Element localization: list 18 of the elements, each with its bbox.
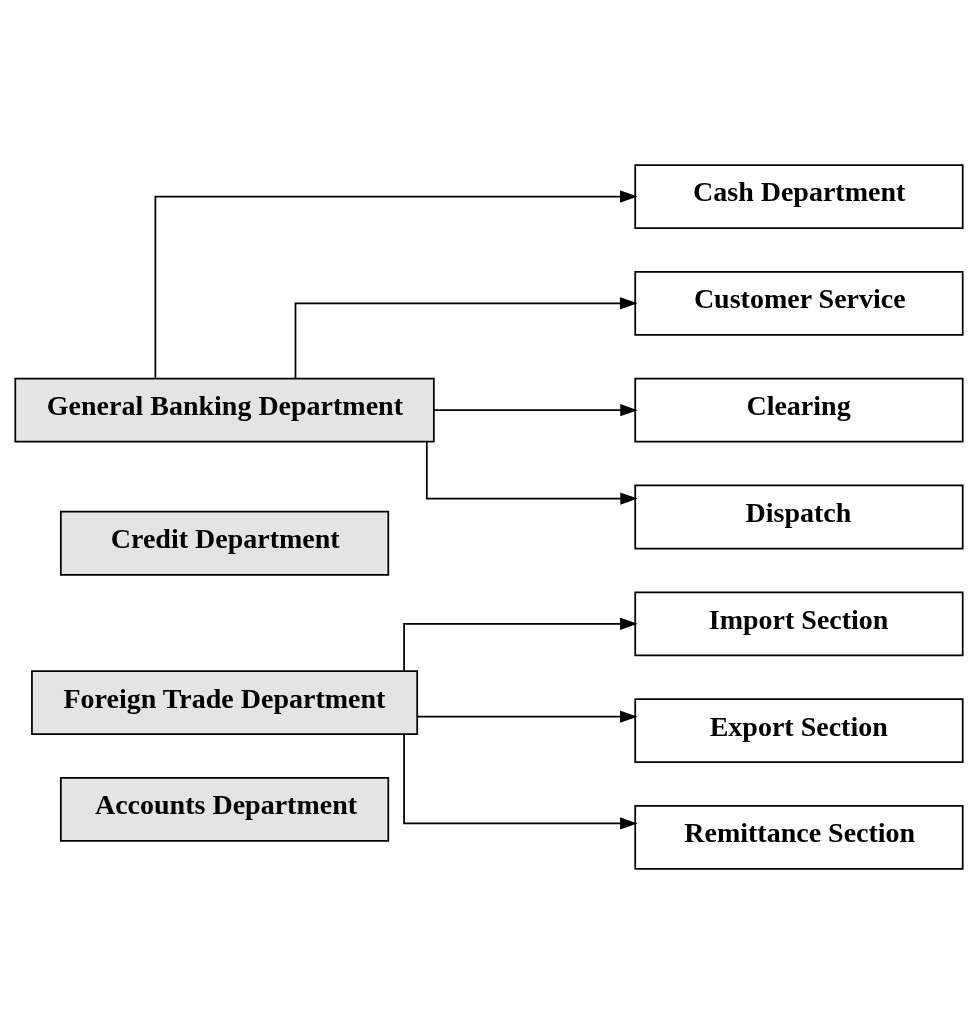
node-box: Foreign Trade Department <box>31 670 419 736</box>
node-box: Import Section <box>634 591 964 657</box>
node-box: Dispatch <box>634 484 964 550</box>
node-box: Remittance Section <box>634 805 964 870</box>
arrow <box>433 404 638 417</box>
node-box: Export Section <box>634 698 964 764</box>
node-box: Cash Department <box>634 164 964 229</box>
node-box: General Banking Department <box>14 377 435 443</box>
arrow <box>403 617 638 672</box>
arrow <box>425 441 638 505</box>
node-box: Customer Service <box>634 270 964 336</box>
arrow <box>416 710 638 723</box>
arrow <box>403 733 638 830</box>
arrow <box>294 297 638 379</box>
node-box: Clearing <box>634 377 964 443</box>
node-box: Accounts Department <box>59 777 390 842</box>
node-box: Credit Department <box>59 510 390 576</box>
arrow <box>154 190 638 380</box>
